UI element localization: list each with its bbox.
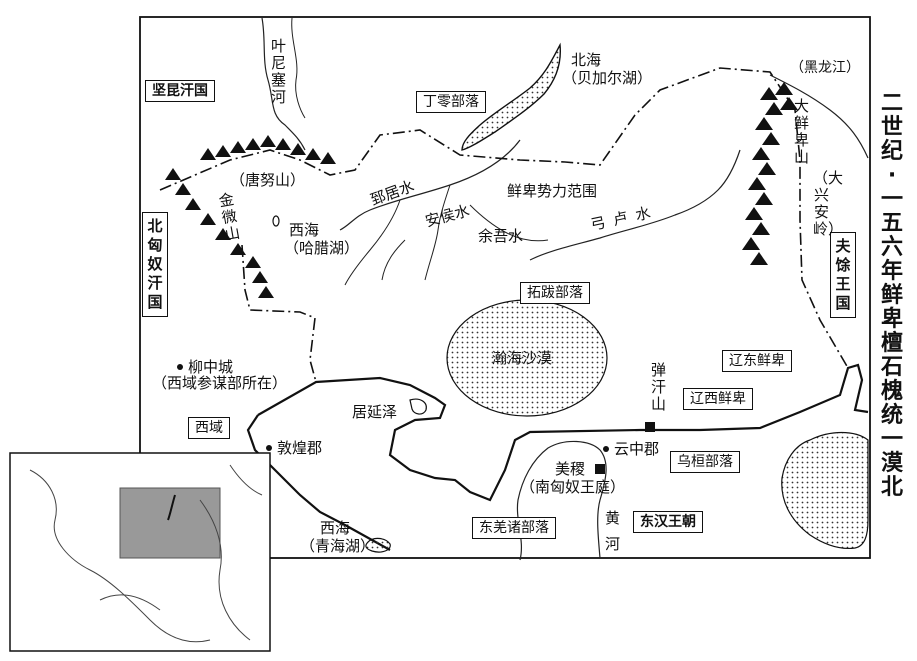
label-meiji-note: （南匈奴王庭） [520, 478, 626, 496]
label-meiji: 美稷 [555, 460, 586, 478]
region-east-qiang: 东羌诸部落 [472, 517, 556, 539]
region-eastern-han: 东汉王朝 [633, 511, 703, 533]
inset-highlight [119, 487, 221, 559]
label-yenisei: 叶尼塞河 [270, 37, 286, 106]
label-juyan: 居延泽 [352, 403, 398, 421]
region-dingling: 丁零部落 [416, 91, 486, 113]
region-tuoba: 拓跋部落 [520, 282, 590, 304]
label-daxianbei: 大鲜卑山 [793, 97, 809, 166]
tangnu-mountains [200, 135, 336, 164]
city-marker-yunzhong [603, 446, 609, 452]
label-hala-lake: （哈腊湖） [284, 239, 360, 257]
yenisei-river [261, 17, 306, 151]
han-northern-boundary [257, 363, 869, 502]
capital-marker-danhan [645, 422, 655, 432]
label-beihai: 北海 [571, 51, 602, 69]
city-marker-liuzhong [177, 364, 183, 370]
gonglu-river [529, 149, 741, 261]
legend-xianbei-range: 鲜卑势力范围 [507, 182, 598, 200]
juyan-lake [409, 398, 427, 415]
label-dunhuang: 敦煌郡 [277, 439, 323, 457]
label-danhan: 弹汗山 [650, 361, 666, 413]
baikal-lake [461, 42, 561, 151]
label-liuzhong: 柳中城 [188, 358, 234, 376]
label-xihai-qinghai: 西海 [320, 519, 351, 537]
label-yellow-river: 黄河 [604, 509, 620, 553]
label-qinghai-lake: （青海湖） [300, 537, 376, 555]
inset-map [9, 452, 271, 652]
xianbei-boundary [159, 67, 849, 383]
hala-lake [272, 215, 280, 227]
jinwei-mountains [165, 168, 274, 298]
city-marker-dunhuang [266, 445, 272, 451]
label-liuzhong-note: （西域参谋部所在） [152, 374, 288, 392]
label-xihai-hala: 西海 [289, 221, 320, 239]
label-hanhai: 瀚海沙漠 [492, 349, 553, 367]
region-fuyu: 夫馀王国 [830, 232, 856, 318]
region-xiyu: 西域 [188, 417, 230, 439]
anhou-river [424, 184, 451, 281]
label-yuwu: 余吾水 [478, 227, 524, 245]
capital-marker-meiji [595, 464, 605, 474]
label-tangnu: （唐努山） [230, 171, 306, 189]
daxianbei-mountains [742, 82, 798, 265]
label-heilong: （黑龙江） [790, 60, 860, 76]
region-wuhuan: 乌桓部落 [670, 451, 740, 473]
yuwu-river [469, 204, 549, 242]
zhiju-river [339, 139, 521, 231]
heilong-river [769, 74, 869, 159]
label-yunzhong: 云中郡 [614, 440, 660, 458]
label-baikal: （贝加尔湖） [562, 69, 653, 87]
qinghai-lake [365, 537, 391, 553]
map-frame [139, 16, 871, 559]
label-daxing: （大兴安岭） [813, 169, 844, 238]
region-jiankun: 坚昆汗国 [145, 80, 215, 102]
yellow-river [516, 440, 607, 561]
bohai-coast [781, 431, 869, 550]
map-title: 二世纪·一五六年 鲜卑檀石槐统一漠北 [880, 91, 903, 500]
region-liaoxi: 辽西鲜卑 [683, 388, 753, 410]
region-liaodong: 辽东鲜卑 [722, 350, 792, 372]
region-north-xiongnu: 北匈奴汗国 [142, 212, 168, 317]
